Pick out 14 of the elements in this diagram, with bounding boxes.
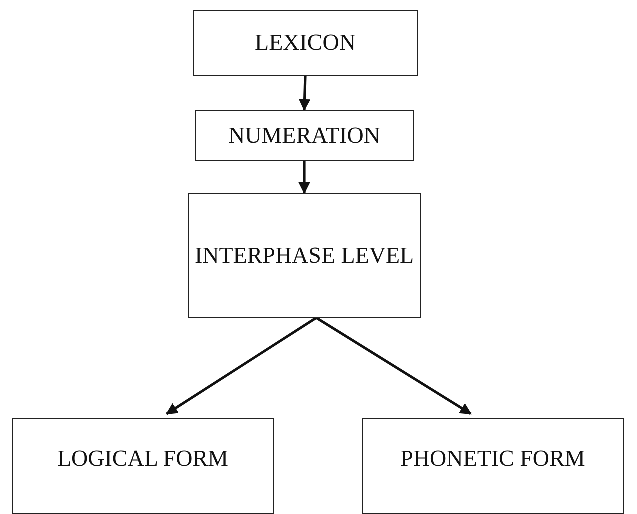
box-label: NUMERATION: [228, 122, 381, 150]
process-box: [195, 110, 414, 161]
box-label: INTERPHASE LEVEL: [194, 242, 414, 270]
arrow: [316, 316, 472, 416]
box-label: PHONETIC FORM: [400, 445, 586, 474]
arrow: [298, 76, 311, 112]
process-box: [193, 10, 418, 76]
arrow: [166, 316, 318, 416]
arrow: [298, 161, 310, 194]
box-label: LEXICON: [255, 29, 356, 58]
process-box: [362, 418, 624, 514]
process-box: [188, 193, 421, 318]
process-box: [12, 418, 274, 514]
box-label: LOGICAL FORM: [57, 445, 229, 474]
